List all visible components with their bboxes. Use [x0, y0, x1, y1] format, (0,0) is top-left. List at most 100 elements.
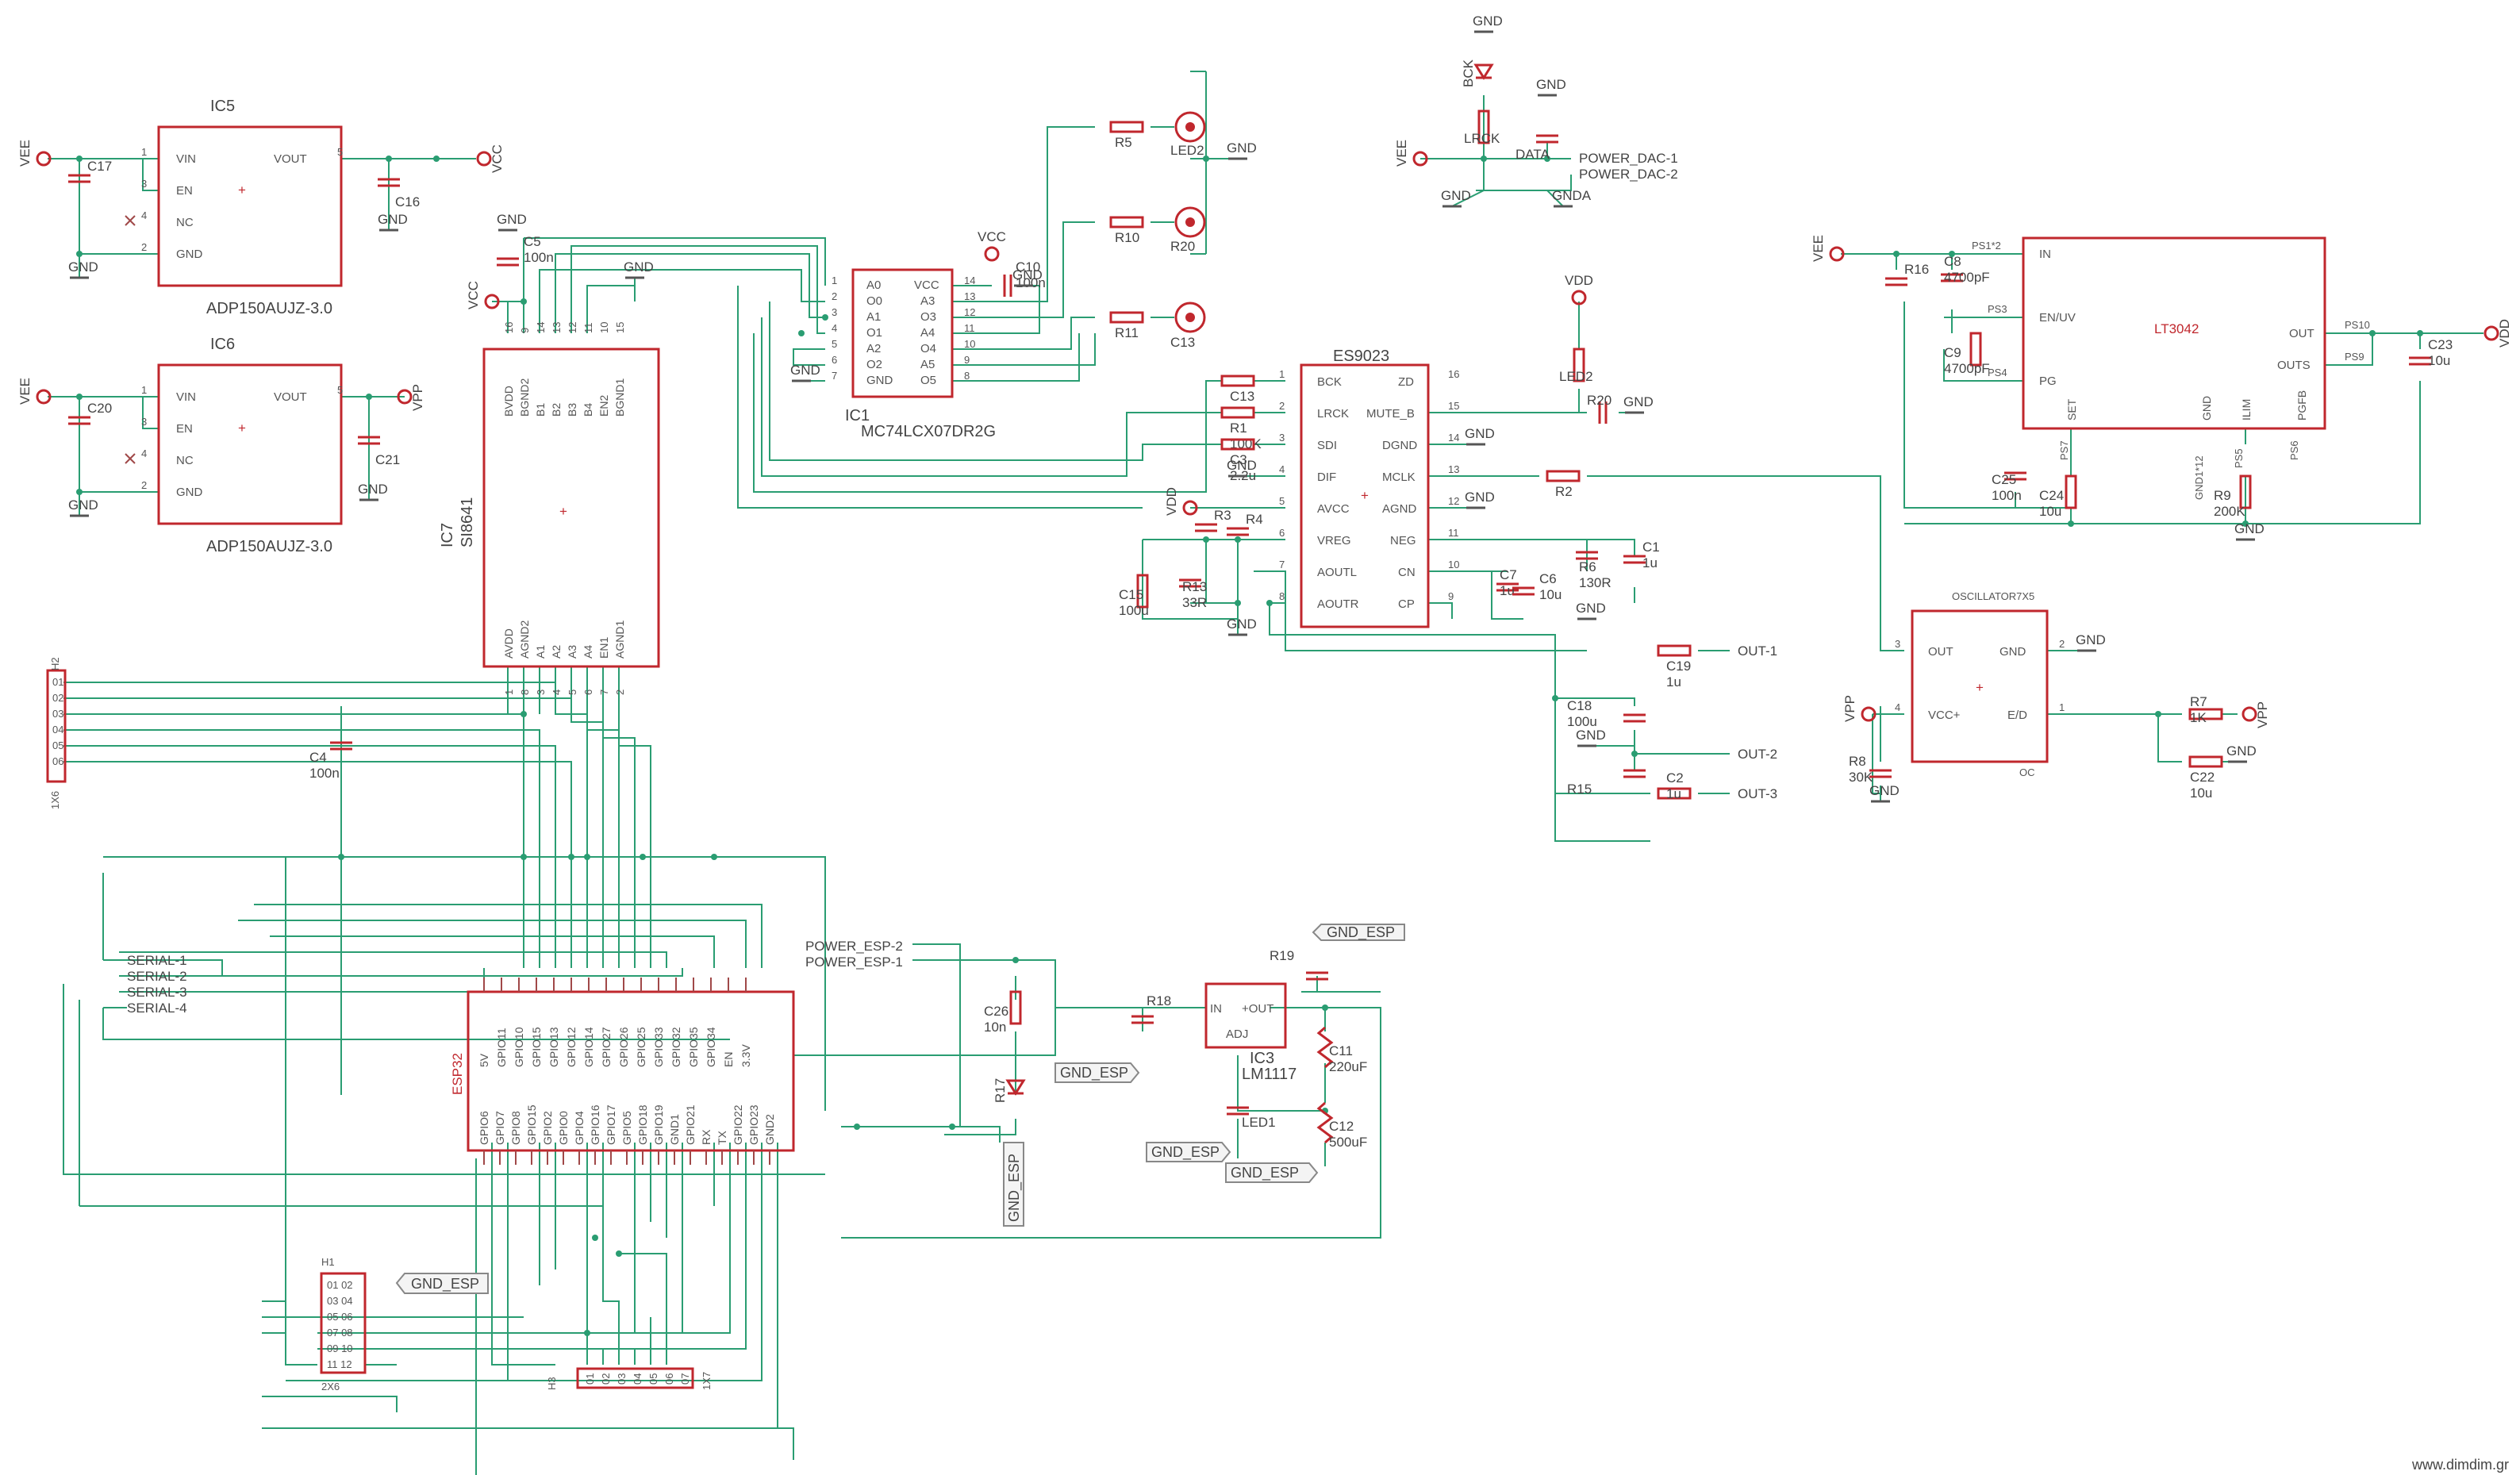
svg-text:13: 13: [551, 322, 563, 333]
ic3-ldo: IN +OUT ADJ IC3 LM1117: [1204, 982, 1296, 1083]
gnd-symbol: GND: [2226, 743, 2257, 763]
svg-text:PGFB: PGFB: [2295, 390, 2308, 421]
c4-value: 100n: [309, 766, 340, 781]
svg-text:IN: IN: [2039, 248, 2051, 261]
gnd-symbol: GND: [1473, 13, 1503, 33]
svg-text:VOUT: VOUT: [274, 390, 307, 404]
svg-text:6: 6: [832, 354, 837, 366]
svg-text:O3: O3: [920, 310, 936, 324]
svg-text:GND_ESP: GND_ESP: [411, 1276, 479, 1293]
gnd-symbol: GND: [68, 259, 98, 279]
svg-text:12: 12: [567, 322, 578, 333]
vee-label: VEE: [17, 378, 33, 405]
c4-name: C4: [309, 750, 327, 765]
gnd-label: GND: [1227, 140, 1257, 156]
wires: [48, 71, 2484, 1475]
ic1-body: [851, 268, 954, 398]
svg-text:VCC+: VCC+: [1928, 709, 1961, 722]
svg-text:GND_ESP: GND_ESP: [1060, 1065, 1128, 1081]
svg-text:5: 5: [337, 384, 343, 396]
svg-text:BGND1: BGND1: [613, 378, 626, 417]
svg-text:07: 07: [679, 1373, 691, 1385]
svg-text:13: 13: [964, 290, 975, 302]
jack-lrck: R20: [1170, 206, 1206, 254]
vdd-rail-symbol: VDD: [1164, 487, 1198, 516]
r13-value: 33R: [1182, 595, 1207, 610]
svg-text:A2: A2: [550, 645, 563, 659]
svg-text:05 06: 05 06: [327, 1311, 353, 1323]
svg-text:07 08: 07 08: [327, 1327, 353, 1339]
svg-text:11 12: 11 12: [327, 1358, 352, 1370]
svg-text:PS7: PS7: [2058, 440, 2070, 460]
svg-text:PS1*2: PS1*2: [1972, 240, 2001, 252]
gnd-symbol: GND: [1623, 394, 1654, 414]
c6-value: 10u: [1539, 587, 1562, 602]
esp32-bottom-pin: TX: [716, 1130, 728, 1145]
oscillator-name: OSCILLATOR7X5: [1952, 590, 2034, 602]
c8-value: 4700pF: [1944, 270, 1990, 285]
svg-text:05: 05: [647, 1373, 659, 1385]
svg-text:LRCK: LRCK: [1317, 407, 1349, 421]
gnd-symbol: GND: [624, 259, 654, 279]
svg-text:A5: A5: [920, 358, 935, 371]
gnd-symbol: GND: [790, 363, 820, 382]
svg-text:14: 14: [964, 275, 975, 286]
r11-name: R11: [1115, 325, 1139, 340]
svg-text:9: 9: [1448, 590, 1454, 602]
gnd-label: GND: [378, 212, 408, 227]
svg-text:AGND2: AGND2: [518, 620, 531, 659]
svg-text:PS5: PS5: [2233, 448, 2245, 468]
svg-text:3: 3: [141, 416, 147, 428]
esp32-top-pin: 3.3V: [739, 1044, 752, 1067]
svg-text:5: 5: [1279, 495, 1285, 507]
svg-text:AOUTR: AOUTR: [1317, 597, 1359, 611]
svg-text:AGND: AGND: [1382, 502, 1417, 516]
c17-part: C17: [68, 159, 112, 183]
svg-text:AVCC: AVCC: [1317, 502, 1350, 516]
svg-text:1: 1: [2059, 701, 2065, 713]
svg-text:04: 04: [632, 1373, 643, 1385]
svg-text:7: 7: [1279, 559, 1285, 570]
c13-name: C13: [1230, 389, 1254, 404]
gnd-symbol: GND: [1465, 490, 1495, 509]
net-power-esp-2: POWER_ESP-2: [805, 939, 903, 954]
svg-text:B1: B1: [534, 403, 547, 417]
r19-name: R19: [1270, 948, 1294, 963]
svg-text:OUTS: OUTS: [2277, 359, 2311, 372]
svg-text:H1: H1: [321, 1256, 335, 1268]
c22-name: C22: [2190, 770, 2215, 785]
c13-part: C13: [1220, 375, 1255, 404]
gnd-esp-tag-4: GND_ESP: [1225, 1162, 1319, 1183]
gnd-esp-tag-6: GND_ESP: [1003, 1142, 1024, 1227]
svg-text:A3: A3: [920, 294, 935, 308]
esp32-bottom-pin: GPIO18: [636, 1104, 649, 1145]
esp32-top-pin: GPIO35: [687, 1027, 700, 1067]
gnd-label: GND: [358, 482, 388, 497]
svg-text:H3: H3: [546, 1377, 558, 1390]
c26-name: C26: [984, 1004, 1008, 1019]
gnd-label: GND: [1473, 13, 1503, 29]
svg-text:2: 2: [141, 479, 147, 491]
oscillator-value: OC: [2019, 766, 2035, 778]
c8-name: C8: [1944, 254, 1961, 269]
es9023-body: [1300, 363, 1430, 628]
r17-led: R17: [993, 1078, 1026, 1103]
data-name: DATA: [1515, 147, 1550, 162]
ic6-value: ADP150AUJZ-3.0: [206, 538, 332, 555]
svg-text:6: 6: [582, 689, 594, 695]
vcc-rail-symbol: VCC: [978, 229, 1006, 262]
r5-name: R5: [1115, 135, 1132, 150]
svg-text:NC: NC: [176, 216, 194, 229]
r5-part: R5: [1109, 121, 1144, 150]
svg-text:CN: CN: [1398, 566, 1416, 579]
c24-name: C24: [2039, 488, 2064, 503]
vee-label: VEE: [1394, 140, 1409, 167]
esp32-bottom-pin: GPIO17: [605, 1104, 617, 1145]
svg-text:GND_ESP: GND_ESP: [1231, 1165, 1299, 1181]
svg-text:06: 06: [663, 1373, 675, 1385]
